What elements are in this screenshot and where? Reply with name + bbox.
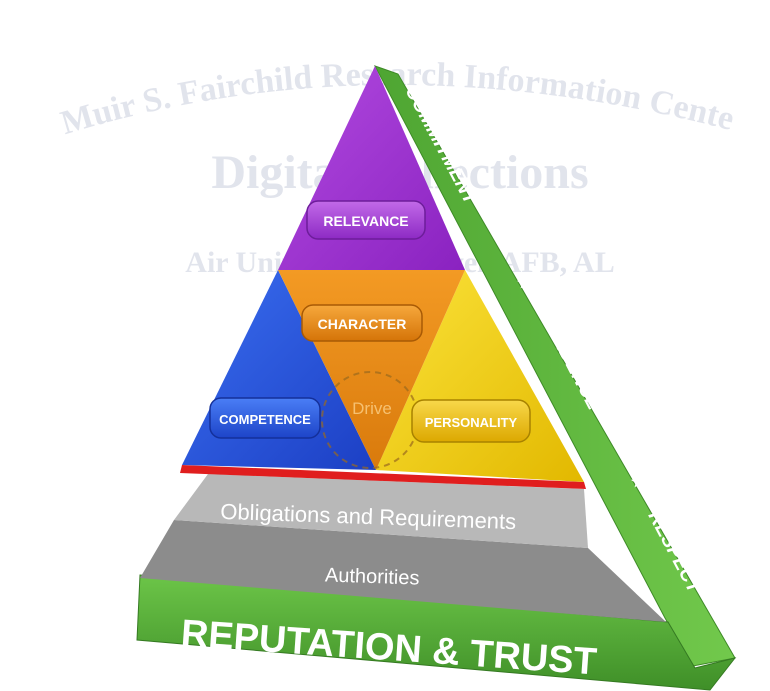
band-obligations xyxy=(174,474,588,548)
label-competence: COMPETENCE xyxy=(219,412,311,427)
label-character: CHARACTER xyxy=(318,316,407,332)
pill-competence: COMPETENCE xyxy=(209,397,321,439)
pill-relevance: RELEVANCE xyxy=(306,200,426,240)
pill-personality: PERSONALITY xyxy=(411,399,531,443)
pyramid-base xyxy=(136,574,737,691)
label-drive: Drive xyxy=(352,399,392,418)
red-divider xyxy=(180,465,586,489)
pyramid-side-face xyxy=(373,65,736,667)
label-authorities: Authorities xyxy=(325,564,420,589)
label-relevance: RELEVANCE xyxy=(323,213,408,229)
band-authorities xyxy=(140,520,666,622)
label-personality: PERSONALITY xyxy=(425,415,518,430)
pill-character: CHARACTER xyxy=(301,304,423,342)
